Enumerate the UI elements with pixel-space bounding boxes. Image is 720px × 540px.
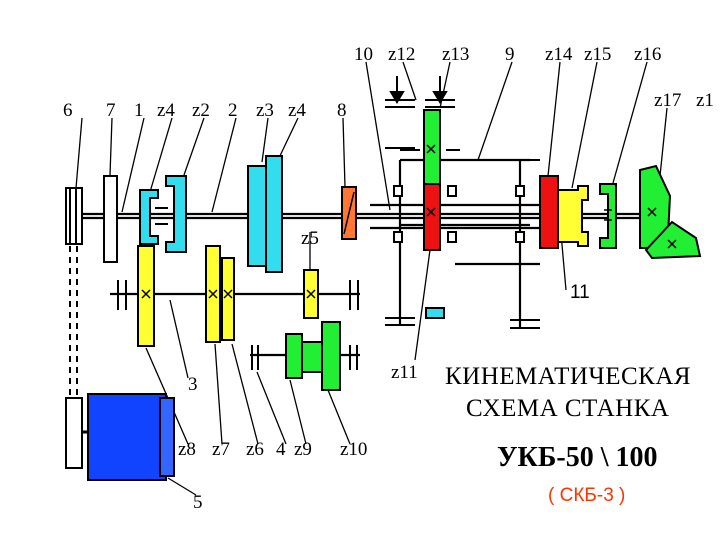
coupling-1 [139,175,187,253]
title-line-1: КИНЕМАТИЧЕСКАЯ [445,363,692,390]
labels: 6 7 1 z4 z2 2 z3 z4 8 10 z12 z13 9 z14 z… [63,44,714,513]
bevel-gears-z16-z17 [639,164,702,260]
title-line-2: СХЕМА СТАНКА [466,395,670,422]
label-z1: z1 [696,90,714,111]
label-z13: z13 [442,44,469,65]
label-11: 11 [570,282,590,303]
label-z5: z5 [301,228,319,249]
label-6: 6 [63,100,73,121]
label-7: 7 [106,100,116,121]
gear-z6 [221,257,235,341]
belt [69,246,78,455]
green-gears-z9-z10 [285,321,341,391]
label-5: 5 [193,492,203,513]
input-arrows [389,76,448,104]
label-z3: z3 [256,100,274,121]
coupling-11 [599,183,617,249]
label-z9: z9 [294,439,312,460]
label-z7: z7 [212,439,230,460]
label-4: 4 [276,439,286,460]
label-z15: z15 [584,44,611,65]
label-3: 3 [188,374,198,395]
label-z6: z6 [246,439,264,460]
label-z4b: z4 [288,100,306,121]
label-1: 1 [134,100,144,121]
leader-lines [75,61,668,496]
label-2: 2 [228,100,238,121]
label-z8: z8 [178,439,196,460]
yellow-gears [137,245,319,347]
spindle-z14-z15 [539,175,589,249]
label-10: 10 [354,44,373,65]
model-name: УКБ-50 \ 100 [497,442,658,473]
pulley-6 [65,187,83,245]
gear-z8 [137,245,155,347]
gear-stack-z12-z13 [423,109,445,319]
motor-5 [82,393,175,481]
label-z11: z11 [391,362,418,383]
model-sub: ( СКБ-3 ) [548,485,626,506]
clutch-disc-7 [103,175,118,263]
label-z16: z16 [634,44,661,65]
motor-pulley [65,397,83,469]
gear-z3 [247,155,283,273]
label-z17: z17 [654,90,681,111]
label-9: 9 [505,44,515,65]
label-z2: z2 [192,100,210,121]
label-z4a: z4 [157,100,175,121]
label-z12: z12 [388,44,415,65]
bearings [117,99,540,370]
label-z10: z10 [340,439,367,460]
label-8: 8 [337,100,347,121]
label-z14: z14 [545,44,573,65]
